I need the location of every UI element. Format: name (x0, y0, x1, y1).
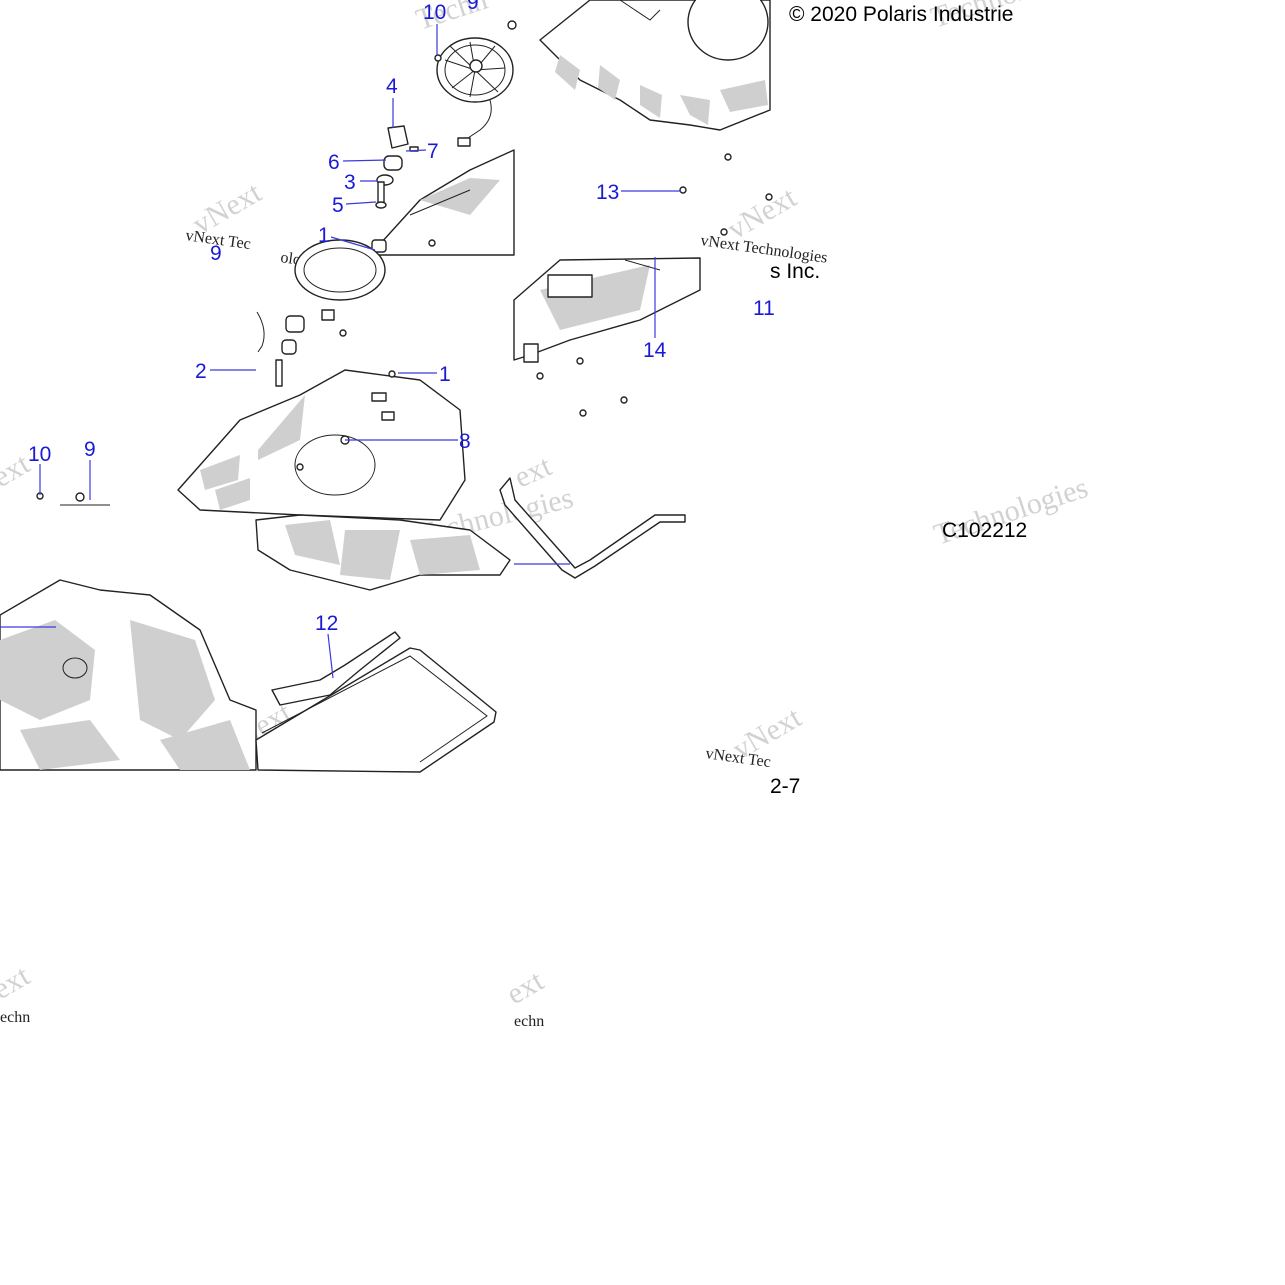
copyright-fragment: s Inc. (770, 260, 820, 283)
seal-frame (499, 477, 686, 579)
housing-bottom (0, 579, 257, 771)
callout-1: 1 (439, 363, 451, 386)
fastener-group (36, 492, 110, 506)
shroud-top-right (539, 0, 773, 236)
callout-9: 9 (84, 438, 96, 461)
callout-12: 12 (315, 612, 338, 635)
watermark-layer: Techn Technologies vNext vNext Technolog… (0, 0, 1092, 1030)
watermark-text: echn (514, 1013, 544, 1030)
callout-5: 5 (332, 194, 344, 217)
page-fragment: 2-7 (770, 775, 800, 798)
watermark-text: ext (501, 964, 550, 1011)
fan-assembly-top (434, 20, 517, 147)
copyright-text: © 2020 Polaris Industrie (789, 3, 1013, 26)
fan-assembly-middle (256, 239, 386, 387)
callout-6: 6 (328, 151, 340, 174)
seal-gasket (255, 631, 497, 773)
callout-10: 10 (28, 443, 51, 466)
callout-9: 9 (210, 242, 222, 265)
callout-9: 9 (467, 0, 479, 14)
callout-4: 4 (386, 75, 398, 98)
callout-8: 8 (459, 430, 471, 453)
callout-10: 10 (423, 1, 446, 24)
watermark-text: ext (0, 959, 36, 1006)
watermark-text: echn (0, 1009, 30, 1026)
shroud-mount (369, 149, 515, 256)
bushing-stack (375, 125, 419, 209)
callout-lines (0, 24, 681, 679)
callout-2: 2 (195, 360, 207, 383)
shroud-middle (177, 369, 466, 521)
callout-labels: 10 9 4 7 6 3 5 1 9 13 11 14 2 1 8 10 9 1… (28, 0, 775, 635)
callout-13: 13 (596, 181, 619, 204)
side-panel (513, 257, 701, 417)
shroud-lower-block (255, 514, 511, 591)
diagram-code: C102212 (942, 519, 1027, 542)
callout-3: 3 (344, 171, 356, 194)
callout-7: 7 (427, 140, 439, 163)
callout-14: 14 (643, 339, 667, 362)
callout-11: 11 (753, 297, 775, 320)
callout-1: 1 (318, 224, 330, 247)
